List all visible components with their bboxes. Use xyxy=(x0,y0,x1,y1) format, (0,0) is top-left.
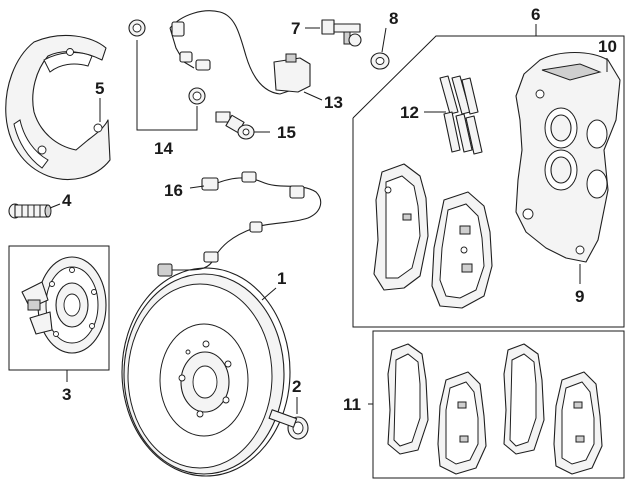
leader-1 xyxy=(261,287,277,301)
shield-bolt xyxy=(8,203,52,219)
callout-10: 10 xyxy=(598,37,617,56)
dust-shield xyxy=(5,35,111,180)
callout-14: 14 xyxy=(154,139,173,158)
sensor-ring-lower xyxy=(188,87,206,105)
caliper-bolt xyxy=(321,19,362,47)
sensor-harness xyxy=(157,171,322,277)
brake-pad-inner xyxy=(373,163,429,291)
callout-4: 4 xyxy=(62,191,72,210)
callout-1: 1 xyxy=(277,269,286,288)
callout-15: 15 xyxy=(277,123,296,142)
pad-clips xyxy=(439,75,483,155)
speed-sensor xyxy=(169,10,311,95)
leader-8 xyxy=(381,27,387,53)
brake-caliper xyxy=(515,52,621,263)
callout-12: 12 xyxy=(400,103,419,122)
callout-5: 5 xyxy=(95,79,104,98)
callout-8: 8 xyxy=(389,9,398,28)
hub-group-box xyxy=(8,245,110,371)
leader-13 xyxy=(303,91,323,101)
washer xyxy=(370,52,390,70)
caliper-group-box xyxy=(352,35,625,328)
callout-11: 11 xyxy=(343,395,361,414)
sensor-bolt xyxy=(215,111,255,140)
callout-9: 9 xyxy=(575,287,584,306)
leader-14 xyxy=(136,40,198,131)
brake-rotor xyxy=(121,267,291,477)
brake-pad-outer xyxy=(431,191,493,309)
pad-kit-pad-1 xyxy=(387,343,429,455)
wheel-hub xyxy=(21,256,107,354)
pad-kit-pad-4 xyxy=(553,371,603,475)
callout-3: 3 xyxy=(62,385,71,404)
pad-kit-pad-3 xyxy=(503,343,545,455)
callout-7: 7 xyxy=(291,19,300,38)
callout-2: 2 xyxy=(292,377,301,396)
callout-6: 6 xyxy=(531,5,540,24)
pad-kit-pad-2 xyxy=(437,371,487,475)
leader-16 xyxy=(189,185,205,189)
callout-13: 13 xyxy=(324,93,343,112)
callout-16: 16 xyxy=(164,181,183,200)
sensor-ring-upper xyxy=(128,19,146,37)
leader-4 xyxy=(49,203,61,209)
rotor-screw xyxy=(268,409,309,440)
